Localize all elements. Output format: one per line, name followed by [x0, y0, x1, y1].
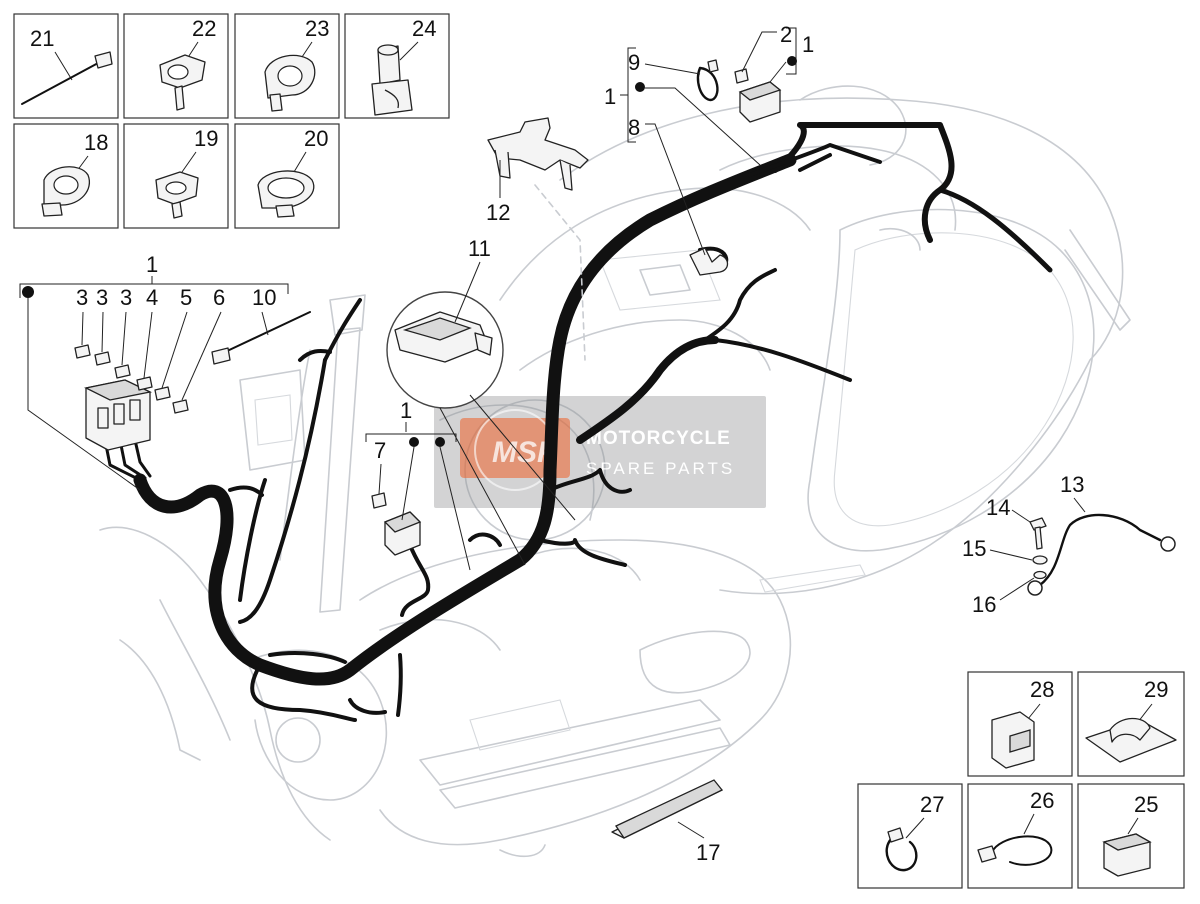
- footboard-strip-icon: [611, 779, 724, 839]
- bolt-icon: [1029, 517, 1047, 550]
- callout-10: 10: [252, 285, 276, 310]
- part-box-18: [13, 123, 119, 229]
- watermark-line2: SPARE PARTS: [586, 459, 735, 478]
- callout-9: 9: [628, 50, 640, 75]
- top-center-parts: [386, 59, 782, 566]
- callout-2: 2: [780, 22, 792, 47]
- box-label: 29: [1144, 677, 1168, 702]
- harness-clamp-icon: [689, 247, 729, 276]
- flat-clamp-icon: [1085, 703, 1177, 763]
- plastic-clip-icon: [991, 703, 1041, 769]
- callout-11: 11: [468, 236, 491, 261]
- callout-13: 13: [1060, 472, 1084, 497]
- box-label: 25: [1134, 792, 1158, 817]
- callouts: 9 1 8 2 1 12 11 1 3 3 3 4 5 6 10: [19, 22, 1086, 865]
- box-label: 18: [84, 130, 108, 155]
- fuse-holder-icon: [738, 81, 782, 123]
- band-clip-icon: [257, 151, 315, 218]
- cable-clip-icon: [264, 41, 316, 112]
- callout-3: 3: [96, 285, 108, 310]
- callout-1: 1: [400, 398, 412, 423]
- box-label: 20: [304, 126, 328, 151]
- callout-4: 4: [146, 285, 158, 310]
- washer-icon: [1033, 570, 1047, 580]
- box-label: 22: [192, 16, 216, 41]
- relay-group: [371, 492, 422, 556]
- callout-5: 5: [180, 285, 192, 310]
- box-label: 23: [305, 16, 329, 41]
- callout-12: 12: [486, 200, 510, 225]
- bracket-icon: [487, 117, 589, 191]
- washer-icon: [1032, 555, 1048, 565]
- callout-6: 6: [213, 285, 225, 310]
- fuse-box-icon: [84, 379, 153, 451]
- relay-icon: [383, 511, 422, 556]
- callout-1: 1: [604, 84, 616, 109]
- box-label: 19: [194, 126, 218, 151]
- wire-loop-icon: [977, 813, 1053, 866]
- ring-terminal-icon: [1160, 536, 1176, 552]
- callout-17: 17: [696, 840, 720, 865]
- callout-16: 16: [972, 592, 996, 617]
- box-label: 27: [920, 792, 944, 817]
- cable-clamp-icon: [159, 41, 206, 111]
- boxed-parts: 21 22 23 24 18 19 20 28 29 27 26 25: [13, 13, 1185, 889]
- watermark: MSP MOTORCYCLE SPARE PARTS: [434, 396, 766, 508]
- clip-icon: [41, 155, 90, 217]
- callout-1: 1: [146, 252, 158, 277]
- callout-3: 3: [120, 285, 132, 310]
- fuse-box-group: [74, 311, 311, 451]
- callout-8: 8: [628, 115, 640, 140]
- box-label: 28: [1030, 677, 1054, 702]
- harness-holder-icon: [371, 41, 419, 116]
- fuse-icon: [74, 344, 189, 414]
- hose-clamp-icon: [885, 817, 925, 872]
- callout-15: 15: [962, 536, 986, 561]
- main-harness: [103, 122, 1053, 722]
- box-label: 26: [1030, 788, 1054, 813]
- cable-tie-icon: [21, 51, 113, 105]
- callout-14: 14: [986, 495, 1010, 520]
- box-label: 24: [412, 16, 436, 41]
- part-box-27: [857, 783, 963, 889]
- connector-block-icon: [1102, 817, 1152, 877]
- watermark-line1: MOTORCYCLE: [586, 428, 731, 449]
- callout-7: 7: [374, 438, 386, 463]
- fuse-box-cover-icon: [394, 311, 493, 363]
- callout-1: 1: [802, 32, 814, 57]
- part-box-29: [1077, 671, 1185, 777]
- cable-tie-icon: [211, 311, 311, 365]
- callout-3: 3: [76, 285, 88, 310]
- box-label: 21: [30, 26, 54, 51]
- ground-cable-group: [1027, 513, 1176, 596]
- clamp-icon: [155, 151, 199, 219]
